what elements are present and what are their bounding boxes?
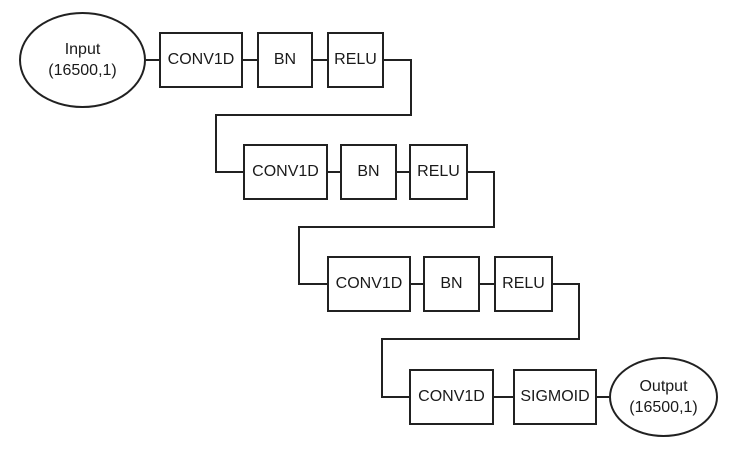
connector-row2-row3-h [298,226,495,228]
connector-row4-in-v [381,338,383,398]
output-node-label: Output [639,378,688,395]
connector-row2-in-h [215,171,243,173]
input-node-label: Input [64,41,101,58]
connector-row3-row4-h [381,338,580,340]
connector-relu3-out-h [553,283,580,285]
input-node: Input (16500,1) [19,12,146,108]
block-conv1d-row1: CONV1D [159,32,243,88]
block-conv1d-row2: CONV1D [243,144,328,200]
connector-row3-in-h [298,283,327,285]
connector-bn3-to-relu3 [480,283,494,285]
connector-bn2-to-relu2 [397,171,409,173]
connector-relu3-down-v [578,283,580,340]
block-bn-row1: BN [257,32,313,88]
connector-row2-in-v [215,114,217,173]
connector-row4-in-h [381,396,409,398]
connector-conv1-to-bn1 [243,59,257,61]
connector-bn1-to-relu1 [313,59,327,61]
connector-relu2-out-h [468,171,495,173]
connector-row1-row2-h [215,114,412,116]
output-node: Output (16500,1) [609,357,718,437]
connector-relu1-out-h [384,59,412,61]
block-relu-row1: RELU [327,32,384,88]
block-conv1d-row3: CONV1D [327,256,411,312]
input-node-shape: (16500,1) [48,62,117,79]
block-relu-row2: RELU [409,144,468,200]
connector-sigmoid-to-output [597,396,609,398]
connector-conv4-to-sigmoid [494,396,513,398]
connector-conv3-to-bn3 [411,283,423,285]
connector-input-to-conv1 [146,59,159,61]
block-relu-row3: RELU [494,256,553,312]
block-bn-row2: BN [340,144,397,200]
block-sigmoid-row4: SIGMOID [513,369,597,425]
connector-conv2-to-bn2 [328,171,340,173]
connector-relu2-down-v [493,171,495,228]
connector-relu1-down-v [410,59,412,116]
connector-row3-in-v [298,226,300,285]
output-node-shape: (16500,1) [629,399,698,416]
block-bn-row3: BN [423,256,480,312]
block-conv1d-row4: CONV1D [409,369,494,425]
